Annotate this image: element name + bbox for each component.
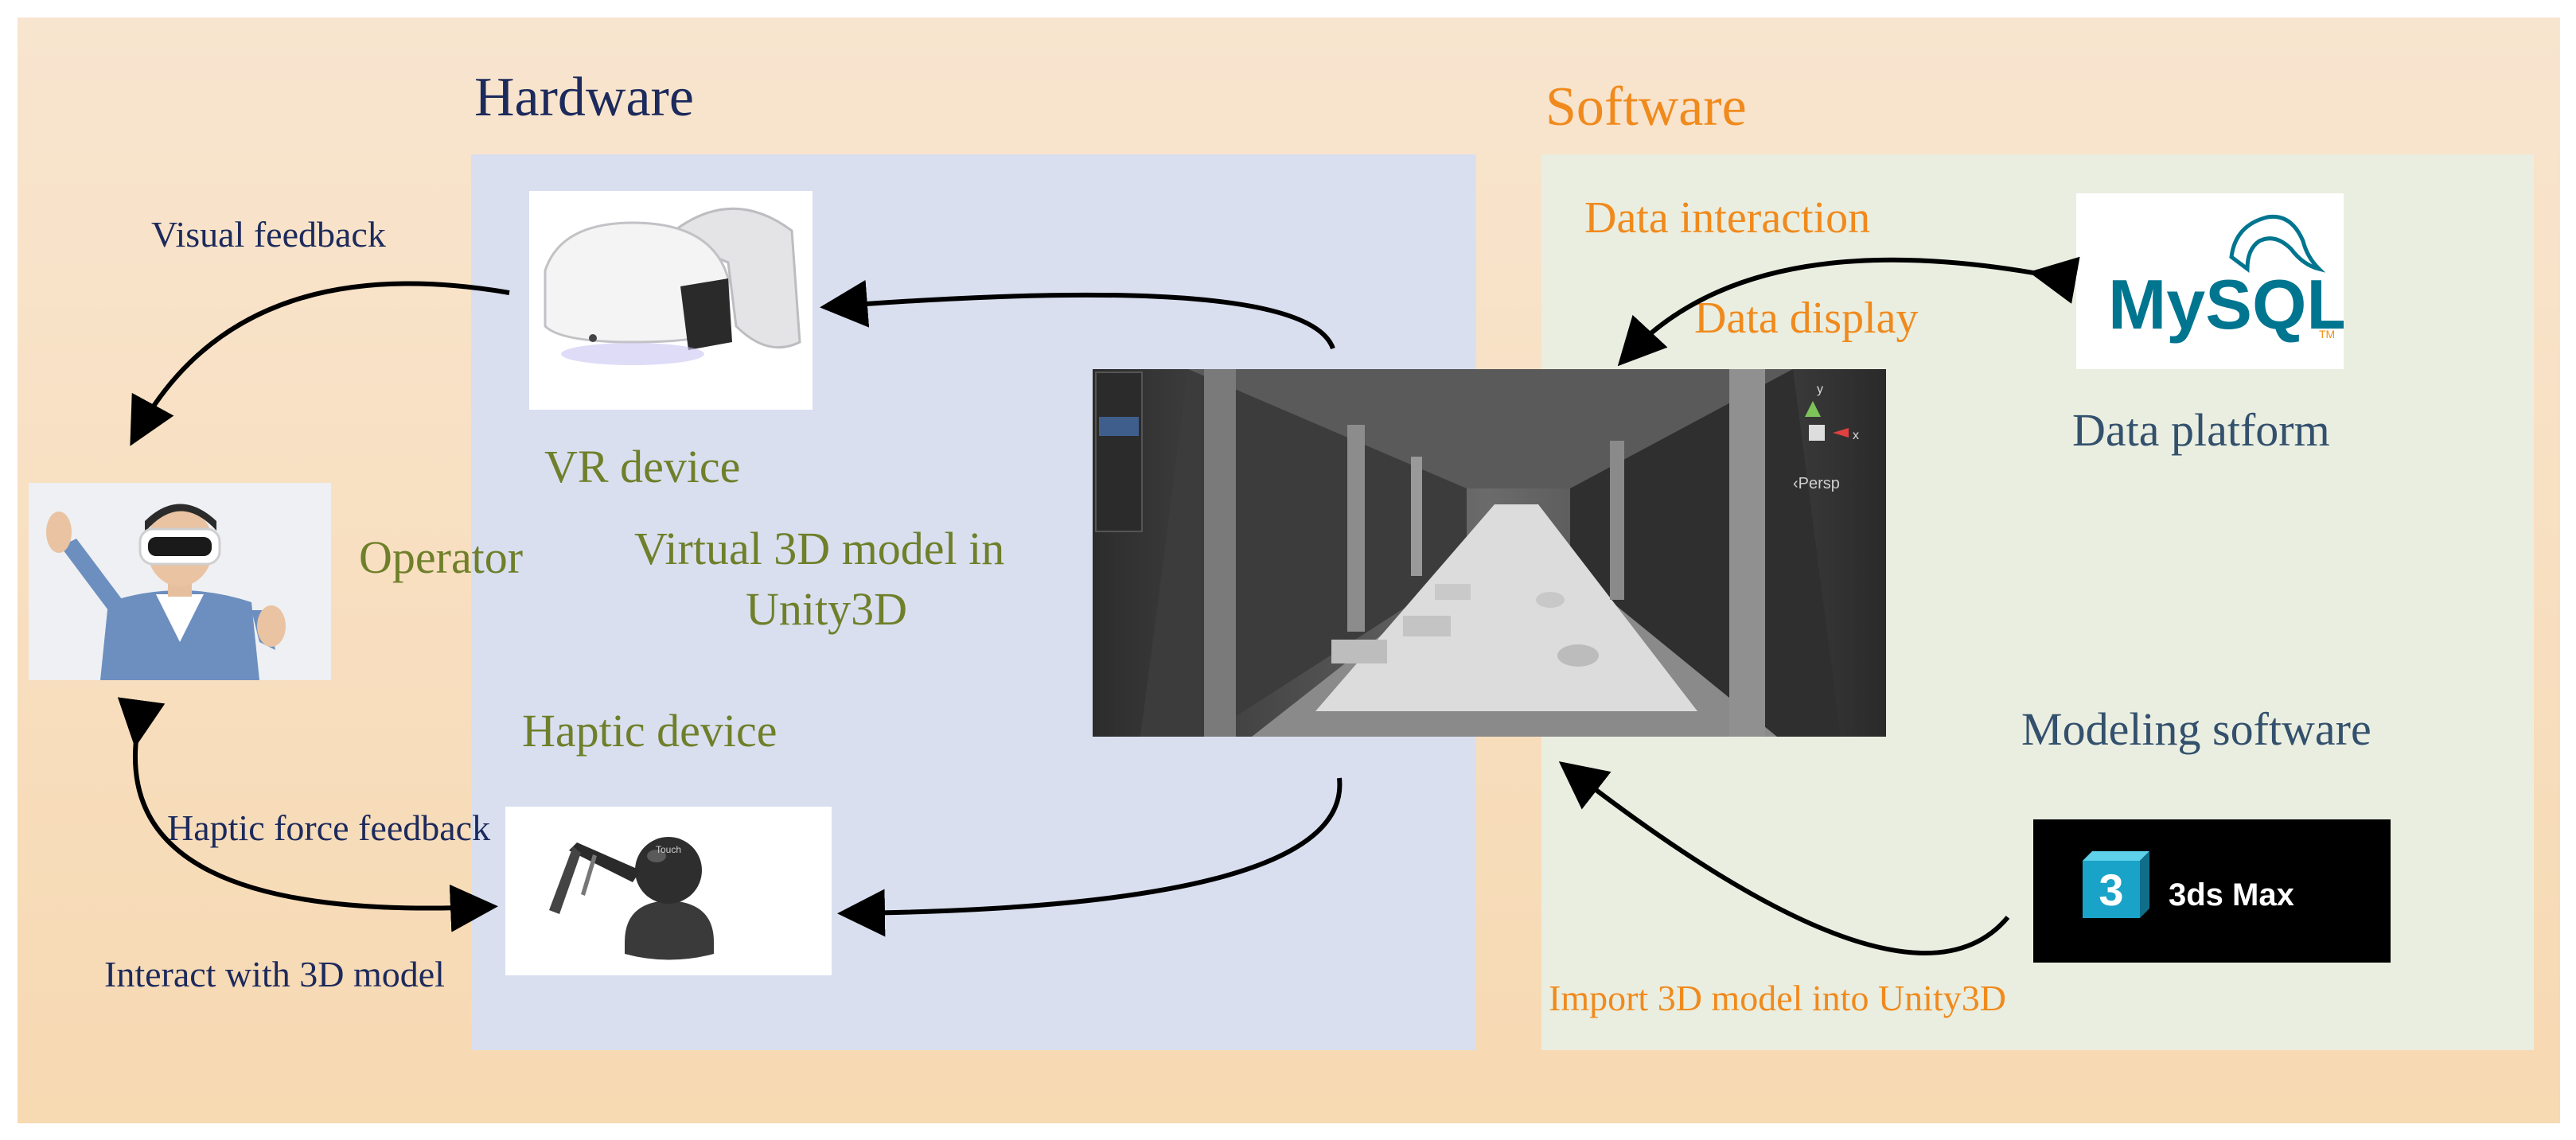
data-interaction-label: Data interaction [1584,193,1871,243]
data-interaction-arrow [1617,256,2080,367]
haptic-device-label: Haptic device [522,705,777,757]
gizmo-y-label: y [1817,383,1823,396]
virtual-model-label-line2: Unity3D [746,583,907,635]
mysql-tm: TM [2319,328,2335,340]
operator-image [29,483,331,680]
haptic-device-image: Touch [505,807,832,975]
operator-haptic-arrow [117,697,498,932]
data-platform-label: Data platform [2072,404,2330,456]
mysql-text: MySQL [2108,265,2344,344]
import-model-arrow [1558,761,2010,956]
virtual-model-label-line1: Virtual 3D model in [634,523,1005,574]
persp-label: ‹Persp [1793,475,1840,492]
3dsmax-text: 3ds Max [2169,877,2294,912]
3dsmax-logo: 3 3ds Max [2033,819,2391,963]
unity-to-vr-arrow [820,279,1335,350]
modeling-software-label: Modeling software [2021,703,2371,755]
vr-device-image [529,191,813,410]
software-title: Software [1545,76,1747,138]
import-model-label: Import 3D model into Unity3D [1549,978,2006,1018]
unity-to-haptic-arrow [837,777,1343,937]
mysql-logo: MySQL TM [2076,193,2344,369]
haptic-brand: Touch [656,844,681,855]
vr-device-label: VR device [544,441,741,492]
unity-scene-view: y x ‹Persp [1093,369,1886,737]
interact-3d-label: Interact with 3D model [104,954,445,994]
visual-feedback-arrow [130,281,510,446]
gizmo-x-label: x [1853,429,1859,442]
operator-label: Operator [359,531,524,583]
3dsmax-badge: 3 [2099,865,2123,915]
hardware-title: Hardware [474,67,694,128]
visual-feedback-label: Visual feedback [151,214,386,255]
